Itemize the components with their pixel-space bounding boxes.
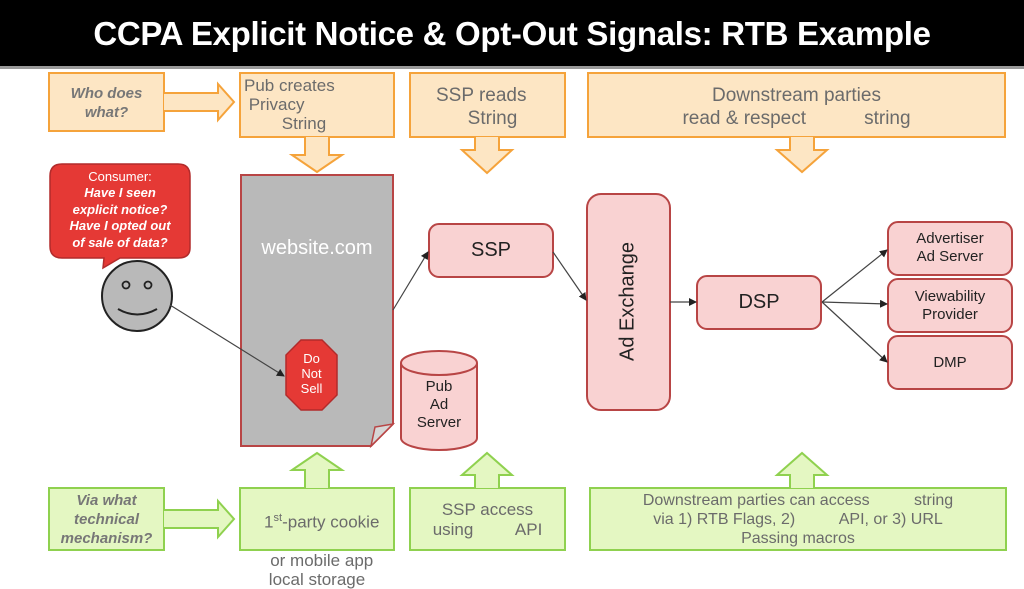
downstream-access-label: Downstream parties can access string via… [642,492,954,547]
dmp-node [887,335,1013,390]
ssp-reads-box [409,72,566,138]
first-party-rest: or mobile app local storage [268,550,374,589]
via-what-mechanism-label: Via what technical mechanism? [60,492,153,547]
consumer-to-do-not-sell-arrow [169,304,285,377]
down-arrow-icon [288,137,346,174]
up-arrow-icon [288,451,346,488]
viewability-provider-label: Viewability Provider [914,288,986,323]
title-bar [0,0,1024,66]
dsp-node [696,275,822,330]
first-party-prefix: 1 [264,512,274,532]
consumer-questions: Have I seen explicit notice? Have I opte… [69,185,171,250]
pub-ad-server-label: Pub Ad Server [416,378,462,431]
viewability-provider-node [887,278,1013,333]
advertiser-ad-server-node [887,221,1013,276]
ssp-label: SSP [470,239,512,261]
do-not-sell-label: Do Not Sell [300,351,323,396]
ssp-reads-label: SSP reads String [436,85,527,129]
consumer-heading: Consumer: [88,169,152,184]
dsp-label: DSP [738,291,780,313]
dsp-to-viewability-arrow [821,299,888,308]
right-arrow-icon [164,81,236,123]
down-arrow-icon [774,137,830,174]
ssp-to-ad-exchange-arrow [552,251,587,301]
diagram-canvas [48,72,1013,551]
ssp-node [428,223,554,278]
ssp-access-label: SSP access using API [432,500,543,539]
consumer-smiley-icon [101,260,173,332]
title-divider [0,66,1024,69]
ad-exchange-label: Ad Exchange [616,242,639,361]
up-arrow-icon [459,451,515,488]
website-to-ssp-arrow [392,251,429,311]
consumer-speech-bubble [49,163,191,270]
do-not-sell-stop-sign[interactable] [285,339,338,411]
pub-creates-label: Pub creates Privacy String [244,76,335,133]
down-arrow-icon [459,137,515,175]
first-party-cookie-label: 1st-party cookie or mobile app local sto… [240,490,394,589]
advertiser-ad-server-label: Advertiser Ad Server [916,230,984,265]
dsp-to-advertiser-arrow [821,249,888,303]
dsp-to-dmp-arrow [821,301,888,363]
slide-title: CCPA Explicit Notice & Opt-Out Signals: … [93,15,931,52]
downstream-read-box [587,72,1006,138]
pub-ad-server-cylinder [400,350,478,451]
right-arrow-icon [164,498,236,540]
page-fold-corner [369,422,396,449]
dmp-label: DMP [933,354,967,371]
ssp-access-box [409,487,566,551]
website-label: website.com [261,237,373,259]
who-does-what-label: Who does what? [70,85,143,121]
first-party-cookie-box [239,487,395,551]
up-arrow-icon [774,451,830,488]
via-what-mechanism-box [48,487,165,551]
first-party-suffix: -party cookie [282,512,380,532]
first-party-sup: st [273,512,283,524]
who-does-what-box [48,72,165,132]
downstream-read-label: Downstream parties read & respect string [682,85,911,129]
